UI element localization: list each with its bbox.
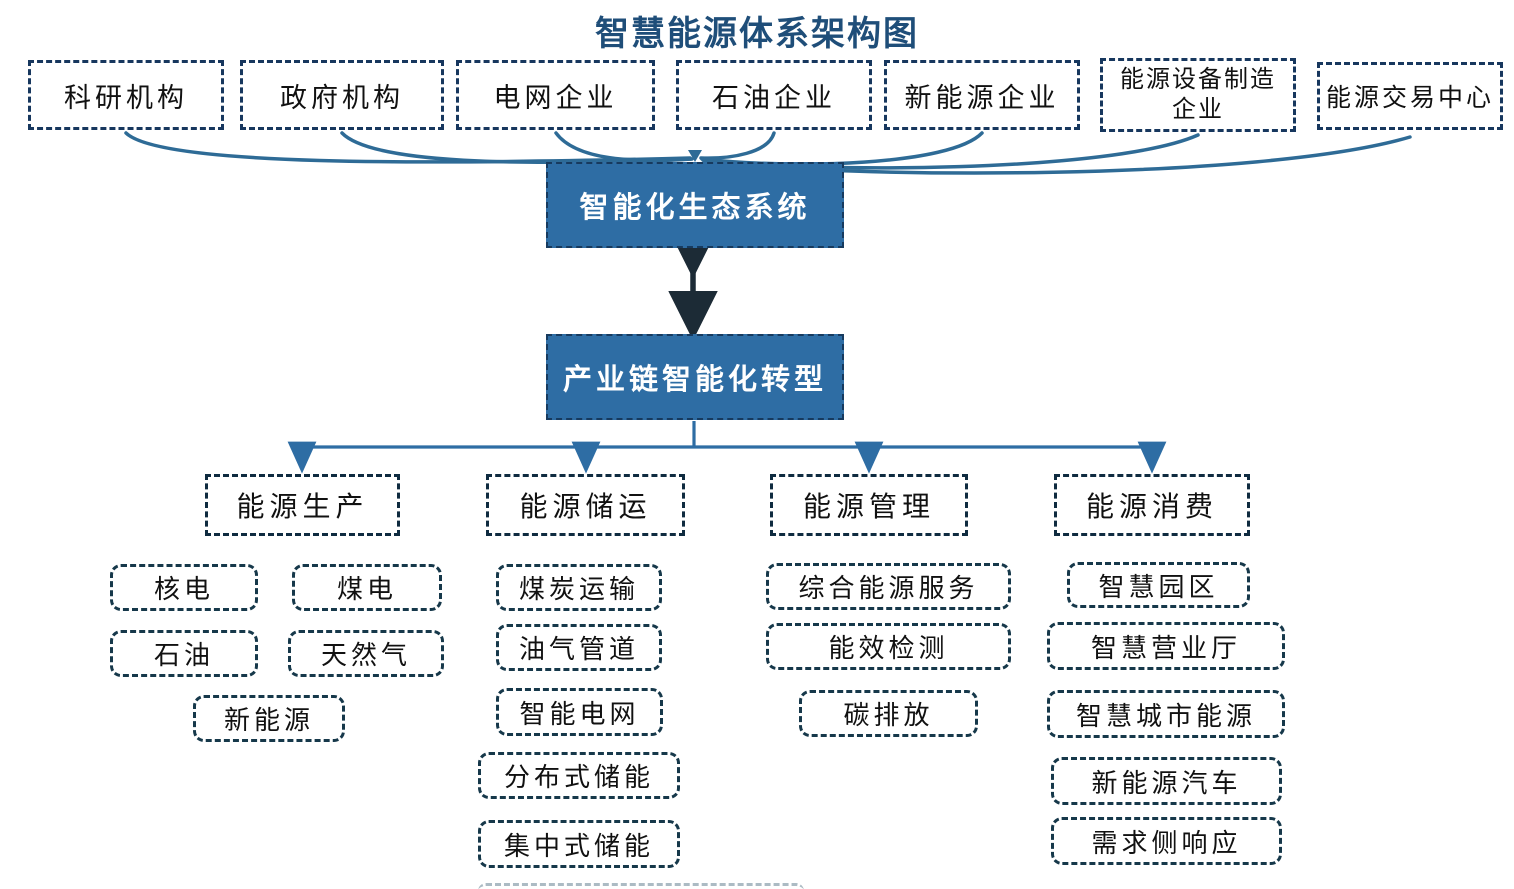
category-box-management: 能源管理 [770, 474, 968, 536]
item-label: 煤电 [336, 575, 397, 604]
item-nuclear: 核电 [110, 564, 258, 611]
category-label: 能源消费 [1085, 492, 1218, 523]
item-centralized-storage: 集中式储能 [478, 820, 680, 868]
stakeholder-box-research: 科研机构 [28, 60, 224, 130]
category-label: 能源生产 [236, 492, 369, 523]
stakeholder-label: 新能源企业 [904, 82, 1060, 113]
curve-oil [699, 131, 776, 160]
stakeholder-box-equipment: 能源设备制造企业 [1100, 58, 1296, 132]
stakeholder-box-newenergy: 新能源企业 [884, 60, 1080, 130]
stakeholder-box-grid: 电网企业 [456, 60, 655, 130]
stakeholder-label: 石油企业 [712, 82, 836, 113]
item-smart-city-energy: 智慧城市能源 [1047, 690, 1285, 738]
item-smart-grid: 智能电网 [496, 688, 663, 736]
category-tree [287, 421, 1167, 474]
item-label: 石油 [153, 641, 214, 670]
category-box-consumption: 能源消费 [1054, 474, 1250, 536]
item-integrated-service: 综合能源服务 [766, 563, 1011, 610]
item-smart-park: 智慧园区 [1067, 562, 1250, 608]
ecosystem-label: 智能化生态系统 [579, 192, 811, 224]
stakeholder-label: 电网企业 [493, 82, 618, 113]
item-petroleum: 石油 [110, 630, 258, 677]
item-label: 需求侧响应 [1091, 828, 1242, 858]
stakeholder-label: 政府机构 [280, 82, 404, 113]
stakeholder-label: 能源设备制造企业 [1120, 67, 1276, 123]
category-label: 能源管理 [802, 492, 935, 523]
category-box-storage: 能源储运 [486, 474, 685, 536]
stakeholder-box-government: 政府机构 [240, 60, 444, 130]
item-label: 智能电网 [519, 699, 640, 729]
item-ev: 新能源汽车 [1051, 757, 1282, 805]
item-label: 核电 [153, 575, 214, 604]
item-label: 智慧城市能源 [1075, 701, 1256, 731]
item-smart-hall: 智慧营业厅 [1047, 622, 1285, 670]
stakeholder-box-trading: 能源交易中心 [1317, 62, 1503, 130]
item-label: 油气管道 [518, 635, 639, 664]
category-label: 能源储运 [519, 492, 652, 523]
curve-government [340, 131, 693, 165]
transformation-box: 产业链智能化转型 [546, 334, 844, 420]
item-label: 碳排放 [843, 701, 934, 730]
curve-newenergy [700, 131, 984, 166]
item-label: 新能源汽车 [1091, 768, 1242, 798]
curve-research [124, 131, 692, 164]
cropped-box-fragment [478, 883, 804, 889]
transformation-label: 产业链智能化转型 [562, 364, 827, 396]
item-label: 智慧园区 [1098, 572, 1219, 602]
item-label: 集中式储能 [503, 831, 654, 861]
item-efficiency-monitor: 能效检测 [766, 623, 1011, 670]
category-box-production: 能源生产 [205, 474, 400, 536]
item-label: 智慧营业厅 [1090, 633, 1241, 663]
item-coalpower: 煤电 [292, 564, 442, 611]
stakeholder-label: 科研机构 [64, 82, 188, 113]
item-label: 新能源 [223, 706, 314, 735]
item-label: 能效检测 [828, 634, 949, 663]
item-label: 分布式储能 [503, 763, 654, 792]
convergence-arrowhead [688, 150, 702, 162]
item-demand-response: 需求侧响应 [1051, 817, 1282, 865]
stakeholder-box-oil: 石油企业 [676, 60, 872, 130]
item-label: 综合能源服务 [798, 574, 979, 603]
item-distributed-storage: 分布式储能 [478, 752, 680, 799]
curve-grid [554, 131, 694, 163]
page-title: 智慧能源体系架构图 [595, 15, 919, 53]
item-carbon-emission: 碳排放 [799, 690, 978, 737]
item-pipeline: 油气管道 [496, 624, 662, 671]
item-naturalgas: 天然气 [288, 630, 444, 677]
ecosystem-box: 智能化生态系统 [546, 162, 844, 248]
stakeholder-label: 能源交易中心 [1325, 85, 1494, 112]
item-label: 天然气 [320, 641, 411, 670]
item-label: 煤炭运输 [518, 575, 639, 604]
item-coal-transport: 煤炭运输 [496, 564, 662, 611]
item-renewable: 新能源 [193, 695, 345, 742]
